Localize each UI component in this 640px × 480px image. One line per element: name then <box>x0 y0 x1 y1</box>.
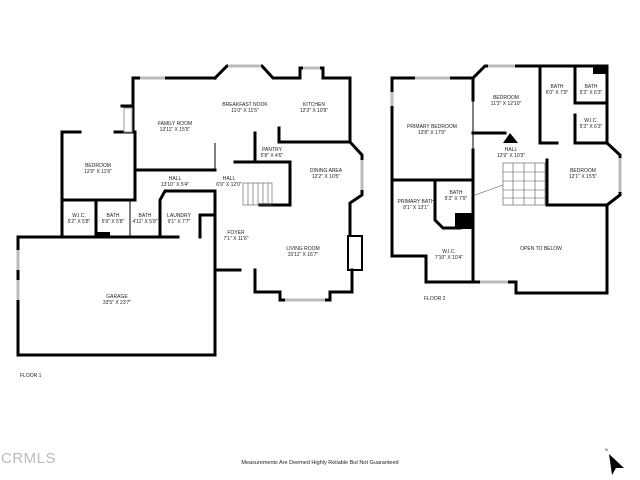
room-dims: 13'8" X 17'0" <box>418 130 446 136</box>
floor-1-label: FLOOR 1 <box>20 373 42 379</box>
room-dims: 6'0" X 7'9" <box>546 90 569 96</box>
floor-2-labels: PRIMARY BEDROOM 13'8" X 17'0" BEDROOM 11… <box>398 84 603 302</box>
room-dims: 5'3" X 6'3" <box>580 124 603 130</box>
room-name: PRIMARY BEDROOM <box>407 124 457 130</box>
room-name: LIVING ROOM <box>286 246 319 252</box>
room-dims: 6'9" X 12'0" <box>216 182 242 188</box>
staircase <box>474 162 546 206</box>
room-dims: 12'3" X 10'9" <box>300 108 328 114</box>
room-dims: 7'1" X 11'6" <box>223 236 248 242</box>
room-name: BEDROOM <box>570 168 596 174</box>
floor-2-label: FLOOR 2 <box>424 296 446 302</box>
room-dims: 12'0" X 11'6" <box>84 169 112 175</box>
room-name: BEDROOM <box>493 95 519 101</box>
room-name: KITCHEN <box>303 102 325 108</box>
room-dims: 9'1" X 7'7" <box>168 219 191 225</box>
room-name: GARAGE <box>106 294 128 300</box>
room-name: HALL <box>223 176 236 182</box>
room-name: FAMILY ROOM <box>158 121 192 127</box>
room-dims: 5'2" X 5'8" <box>68 219 91 225</box>
room-name: HALL <box>505 147 518 153</box>
room-dims: 12'1" X 15'5" <box>569 174 597 180</box>
room-dims: 11'0" X 11'5" <box>231 108 259 114</box>
room-dims: 4'11" X 5'8" <box>132 219 157 225</box>
room-name: PRIMARY BATH <box>398 199 435 205</box>
room-name: BATH <box>551 84 564 90</box>
room-dims: 7'10" X 10'4" <box>435 255 463 261</box>
room-name: PANTRY <box>262 147 282 153</box>
room-dims: 13'10" X 5'4" <box>161 182 189 188</box>
compass-label: N <box>605 447 608 452</box>
disclaimer-footer: Measurements Are Deemed Highly Reliable … <box>241 460 399 466</box>
floor-1-labels: FAMILY ROOM 13'11" X 15'5" BREAKFAST NOO… <box>20 102 343 379</box>
room-dims: 5'8" X 4'6" <box>261 153 284 159</box>
room-dims: 33'5" X 23'7" <box>103 300 131 306</box>
north-arrow-icon: N <box>605 447 624 475</box>
room-dims: 12'2" X 10'5" <box>312 174 340 180</box>
room-name: BATH <box>450 190 463 196</box>
room-name: HALL <box>169 176 182 182</box>
floor-1-walls <box>16 64 364 357</box>
room-name: BATH <box>139 213 152 219</box>
room-name: BATH <box>585 84 598 90</box>
fireplace-icon <box>347 235 363 271</box>
room-dims: 5'3" X 6'3" <box>580 90 603 96</box>
room-dims: 5'9" X 5'8" <box>102 219 125 225</box>
room-dims: 13'11" X 15'5" <box>160 127 191 133</box>
room-name: DINING AREA <box>310 168 343 174</box>
room-name: W.I.C. <box>584 118 598 124</box>
room-name: BATH <box>107 213 120 219</box>
room-dims: 12'9" X 10'3" <box>497 153 525 159</box>
room-dims: 5'3" X 7'9" <box>445 196 468 202</box>
room-name: W.I.C. <box>442 249 456 255</box>
room-name: W.I.C. <box>72 213 86 219</box>
watermark: CRMLS <box>1 450 57 467</box>
room-name: OPEN TO BELOW <box>520 246 562 252</box>
room-dims: 8'1" X 13'1" <box>403 205 429 211</box>
room-name: FOYER <box>227 230 245 236</box>
room-name: BEDROOM <box>85 163 111 169</box>
staircase <box>242 182 273 206</box>
room-dims: 15'11" X 16'7" <box>288 252 319 258</box>
room-dims: 11'3" X 12'10" <box>491 101 522 107</box>
room-name: LAUNDRY <box>167 213 191 219</box>
floor-2-walls <box>390 64 622 295</box>
room-name: BREAKFAST NOOK <box>222 102 268 108</box>
